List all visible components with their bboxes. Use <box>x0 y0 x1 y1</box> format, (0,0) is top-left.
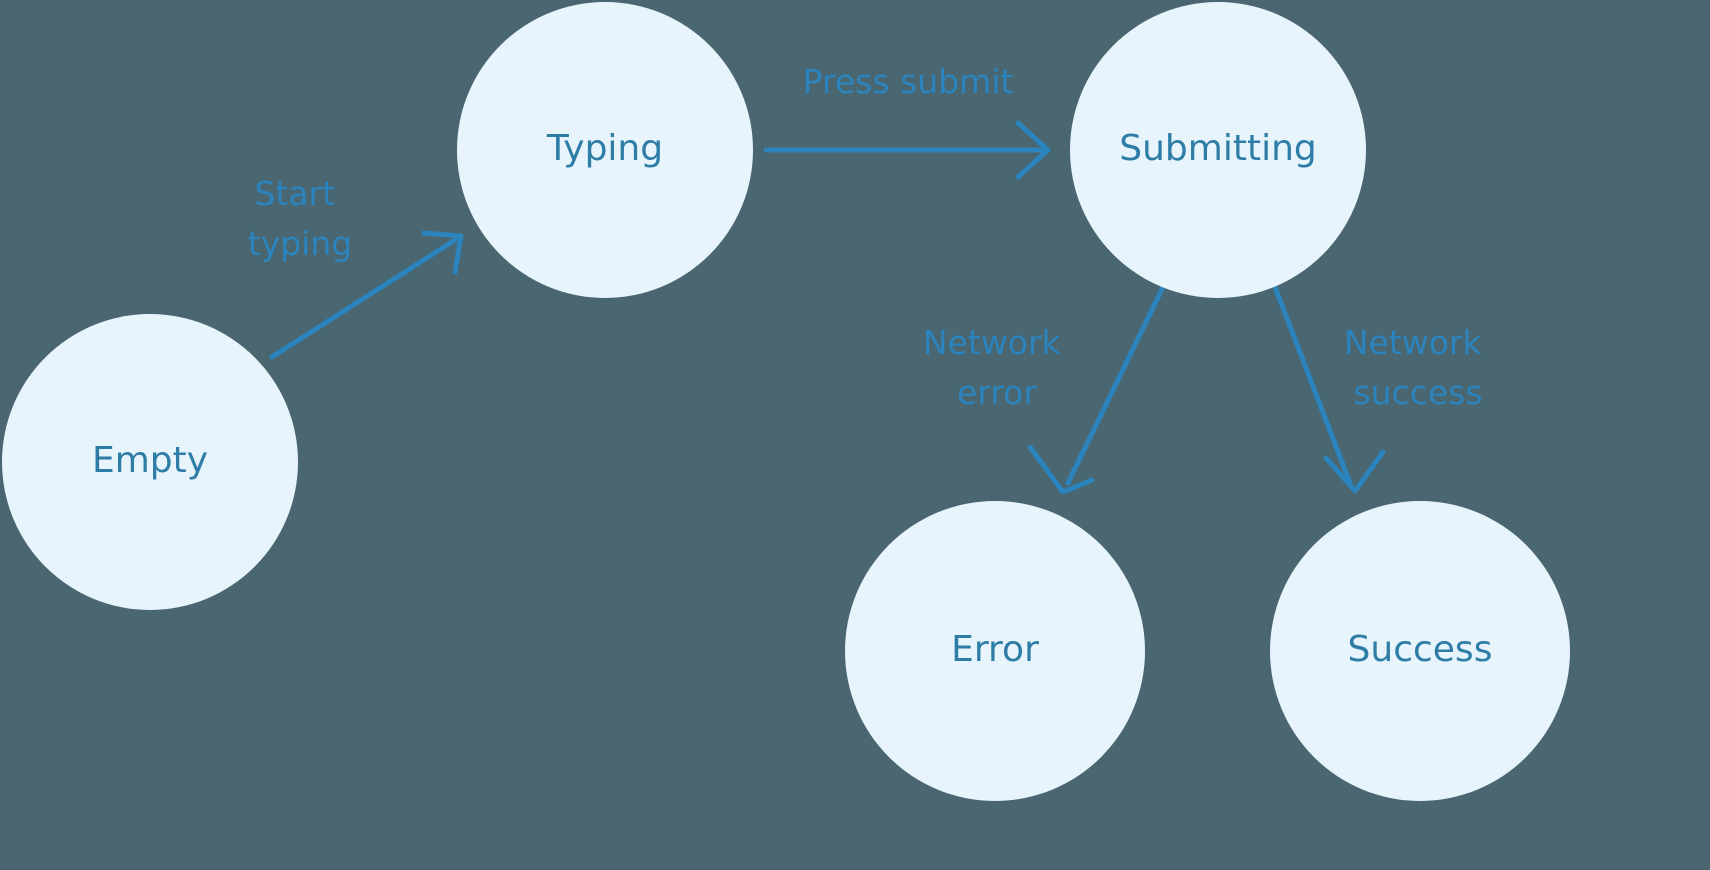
edge-typing-to-submitting-arrowhead <box>1015 120 1051 180</box>
edge-submitting-to-success-arrowhead <box>1323 449 1386 494</box>
node-submitting-circle <box>1070 2 1366 298</box>
edge-label-network-success-line-2: success <box>1353 373 1482 412</box>
node-typing[interactable]: Typing <box>457 2 753 298</box>
node-error-circle <box>845 501 1145 801</box>
node-success-circle <box>1270 501 1570 801</box>
node-submitting[interactable]: Submitting <box>1070 2 1366 298</box>
node-empty-label: Empty <box>92 440 208 481</box>
edge-submitting-to-error-arrowhead <box>1027 444 1095 495</box>
edge-empty-to-typing[interactable] <box>269 230 464 360</box>
node-error-label: Error <box>951 629 1039 670</box>
edge-label-network-success: Network success <box>1344 323 1492 412</box>
node-error[interactable]: Error <box>845 501 1145 801</box>
node-success-label: Success <box>1348 629 1493 670</box>
edge-label-press-submit: Press submit <box>803 62 1014 101</box>
edge-label-network-error: Network error <box>923 323 1071 412</box>
edge-label-network-error-line-1: Network <box>923 323 1062 362</box>
edge-label-press-submit-line-1: Press submit <box>803 62 1014 101</box>
edge-submitting-to-success[interactable] <box>1272 284 1386 494</box>
edge-empty-to-typing-line <box>269 237 458 360</box>
node-typing-label: Typing <box>546 128 663 169</box>
node-success[interactable]: Success <box>1270 501 1570 801</box>
edge-empty-to-typing-arrowhead <box>421 230 464 275</box>
edge-label-start-typing: Start typing <box>248 174 352 263</box>
node-typing-circle <box>457 2 753 298</box>
node-empty[interactable]: Empty <box>2 314 298 610</box>
edge-typing-to-submitting[interactable] <box>763 120 1051 180</box>
edge-label-network-error-line-2: error <box>957 373 1037 412</box>
edge-label-start-typing-line-2: typing <box>248 224 352 263</box>
edge-submitting-to-error-line <box>1065 284 1166 486</box>
edge-submitting-to-error[interactable] <box>1027 284 1166 495</box>
edge-submitting-to-success-line <box>1272 284 1353 486</box>
edge-label-network-success-line-1: Network <box>1344 323 1483 362</box>
node-submitting-label: Submitting <box>1119 128 1317 169</box>
edge-label-start-typing-line-1: Start <box>254 174 335 213</box>
node-empty-circle <box>2 314 298 610</box>
